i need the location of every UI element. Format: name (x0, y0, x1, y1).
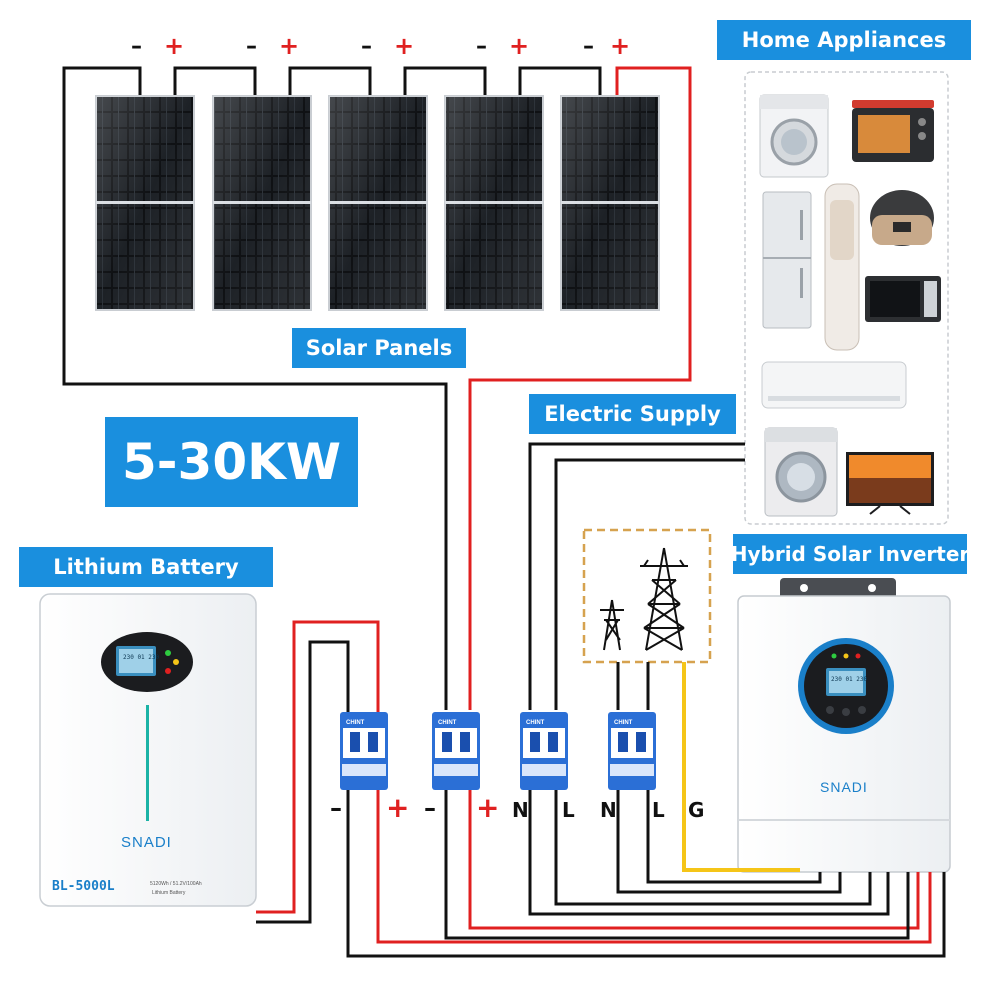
battery-model: BL-5000L (52, 879, 115, 894)
panel-3-minus: – (361, 34, 372, 59)
jumper-wire-2 (288, 66, 372, 96)
pv-neg-to-inverter (444, 790, 910, 940)
panel-1-plus: + (164, 32, 185, 60)
ac-in-l-to-inverter (646, 790, 822, 884)
ac-input-breaker (608, 712, 656, 790)
power-range-badge: 5-30KW (105, 417, 358, 507)
panel-5-plus: + (610, 32, 631, 60)
panel-5-minus: – (583, 34, 594, 59)
battery-lcd-readout: 230 01 230 (123, 654, 160, 661)
pv-negative-wire (62, 66, 448, 710)
hybrid-inverter-label: Hybrid Solar Inverter (731, 534, 969, 574)
battery-minus-terminal: – (330, 794, 342, 822)
toaster-oven-icon (852, 100, 934, 162)
grid-power-box (582, 528, 712, 664)
battery-positive-wire (256, 620, 380, 914)
breaker-brand: CHINT (526, 720, 545, 726)
breaker-brand: CHINT (614, 720, 633, 726)
pv-plus-terminal: + (476, 791, 500, 824)
ac-in-n-to-inverter (616, 790, 842, 894)
solar-panel (444, 95, 544, 311)
supply-l-wire (554, 458, 745, 710)
solar-panel (560, 95, 660, 311)
ac-output-breaker (520, 712, 568, 790)
pv-string-wires (62, 66, 692, 710)
ac-out-n-to-inverter (528, 790, 890, 916)
front-load-washer-icon (764, 427, 838, 517)
tower-air-conditioner-icon (824, 183, 860, 351)
batt-neg-to-inverter (346, 790, 946, 958)
home-appliances-label: Home Appliances (717, 20, 971, 60)
panel-2-plus: + (279, 32, 300, 60)
ac-in-n-terminal: N (600, 798, 617, 822)
electric-supply-wires (528, 442, 745, 710)
battery-breaker (340, 712, 388, 790)
hybrid-inverter-unit (737, 578, 951, 873)
washing-machine-icon (759, 94, 829, 178)
refrigerator-icon (762, 191, 812, 329)
breaker-brand: CHINT (438, 720, 457, 726)
panel-2-minus: – (246, 34, 257, 59)
pv-pos-to-inverter (468, 790, 920, 930)
battery-brand-logo: SNADI (121, 834, 172, 851)
panel-1-minus: – (131, 34, 142, 59)
pv-positive-wire (468, 66, 692, 710)
battery-spec: 5120Wh / 51.2V/100Ah (150, 881, 202, 887)
battery-type-label: Lithium Battery (152, 890, 186, 896)
supply-n-wire (528, 442, 745, 710)
microwave-icon (865, 276, 941, 322)
inverter-wiring (256, 620, 946, 958)
jumper-wire-1 (173, 66, 257, 96)
ground-terminal: G (688, 798, 705, 822)
panel-4-minus: – (476, 34, 487, 59)
battery-negative-wire (256, 640, 350, 924)
jumper-wire-4 (518, 66, 602, 96)
electric-supply-label: Electric Supply (529, 394, 736, 434)
panel-4-plus: + (509, 32, 530, 60)
solar-panels-label: Solar Panels (292, 328, 466, 368)
panel-3-plus: + (394, 32, 415, 60)
lithium-battery-unit (39, 593, 257, 907)
solar-panel-array (95, 95, 660, 311)
jumper-wire-3 (403, 66, 487, 96)
transmission-tower-icon (600, 547, 688, 651)
ac-out-l-terminal: L (562, 798, 575, 822)
lithium-battery-label: Lithium Battery (19, 547, 273, 587)
ground-wire (682, 662, 800, 872)
inverter-brand-logo: SNADI (820, 779, 868, 795)
rice-cooker-icon (870, 190, 934, 246)
solar-panel (328, 95, 428, 311)
ac-in-l-terminal: L (652, 798, 665, 822)
television-icon (846, 452, 934, 515)
solar-panel (212, 95, 312, 311)
inverter-lcd-readout: 230 01 230 (831, 676, 868, 683)
breaker-brand: CHINT (346, 720, 365, 726)
wall-air-conditioner-icon (761, 361, 907, 409)
batt-pos-to-inverter (376, 790, 932, 944)
pv-breaker (432, 712, 480, 790)
battery-plus-terminal: + (386, 791, 410, 824)
ac-out-l-to-inverter (554, 790, 872, 906)
pv-minus-terminal: – (424, 794, 436, 822)
solar-panel (95, 95, 195, 311)
ac-out-n-terminal: N (512, 798, 529, 822)
